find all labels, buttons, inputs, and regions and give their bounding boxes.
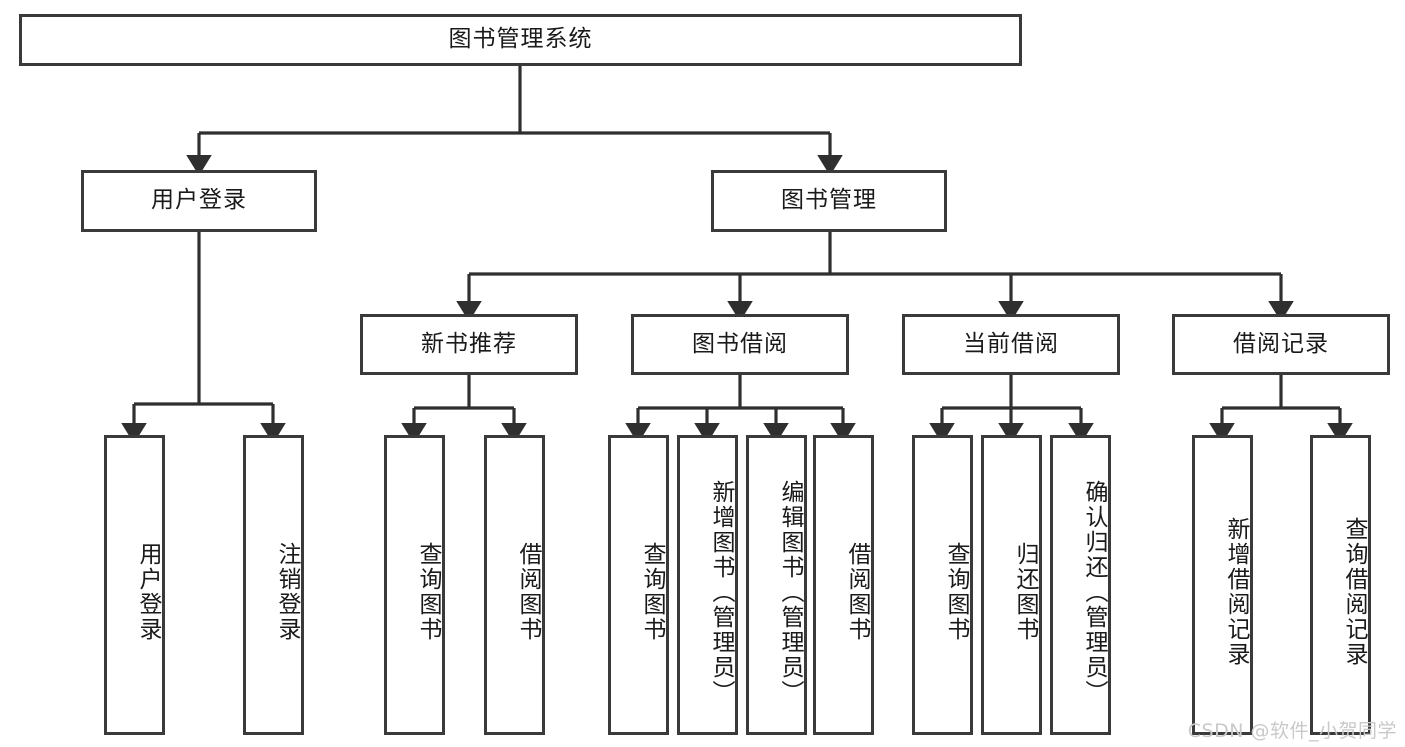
node-label: 借阅图书 [515, 542, 541, 642]
node-user-login[interactable]: 用户登录 [81, 170, 317, 232]
node-borrow-records[interactable]: 借阅记录 [1172, 314, 1390, 375]
node-label: 新增图书（管理员） [708, 479, 734, 705]
node-label: 图书借阅 [692, 330, 788, 357]
leaf-current-return-book[interactable]: 归还图书 [981, 435, 1042, 735]
leaf-user-login-logout[interactable]: 注销登录 [243, 435, 304, 735]
node-label: 借阅图书 [844, 542, 870, 642]
leaf-borrow-edit-book-admin[interactable]: 编辑图书（管理员） [746, 435, 807, 735]
node-label: 新书推荐 [421, 330, 517, 357]
leaf-records-add-record[interactable]: 新增借阅记录 [1192, 435, 1253, 735]
leaf-borrow-borrow-book[interactable]: 借阅图书 [813, 435, 874, 735]
node-book-management[interactable]: 图书管理 [711, 170, 947, 232]
node-label: 用户登录 [135, 542, 161, 642]
node-label: 新增借阅记录 [1223, 517, 1249, 667]
watermark: CSDN @软件_小贺同学 [1187, 720, 1397, 742]
node-new-book-recommend[interactable]: 新书推荐 [360, 314, 578, 375]
leaf-recommend-borrow-book[interactable]: 借阅图书 [484, 435, 545, 735]
node-label: 当前借阅 [963, 330, 1059, 357]
node-root-system[interactable]: 图书管理系统 [19, 14, 1022, 66]
node-label: 图书管理 [781, 187, 877, 214]
node-label: 编辑图书（管理员） [777, 479, 803, 705]
leaf-borrow-add-book-admin[interactable]: 新增图书（管理员） [677, 435, 738, 735]
leaf-current-query-book[interactable]: 查询图书 [912, 435, 973, 735]
node-label: 查询图书 [415, 542, 441, 642]
node-label: 借阅记录 [1233, 330, 1329, 357]
node-label: 图书管理系统 [448, 26, 593, 53]
node-book-borrow[interactable]: 图书借阅 [631, 314, 849, 375]
node-label: 注销登录 [274, 542, 300, 642]
node-current-borrow[interactable]: 当前借阅 [902, 314, 1120, 375]
leaf-borrow-query-book[interactable]: 查询图书 [608, 435, 669, 735]
leaf-current-confirm-return-admin[interactable]: 确认归还（管理员） [1050, 435, 1111, 735]
node-label: 用户登录 [151, 187, 247, 214]
leaf-records-query-record[interactable]: 查询借阅记录 [1310, 435, 1371, 735]
node-label: 查询图书 [639, 542, 665, 642]
node-label: 归还图书 [1012, 542, 1038, 642]
leaf-user-login-login[interactable]: 用户登录 [104, 435, 165, 735]
node-label: 查询借阅记录 [1341, 517, 1367, 667]
node-label: 查询图书 [943, 542, 969, 642]
node-label: 确认归还（管理员） [1081, 479, 1107, 705]
leaf-recommend-query-book[interactable]: 查询图书 [384, 435, 445, 735]
